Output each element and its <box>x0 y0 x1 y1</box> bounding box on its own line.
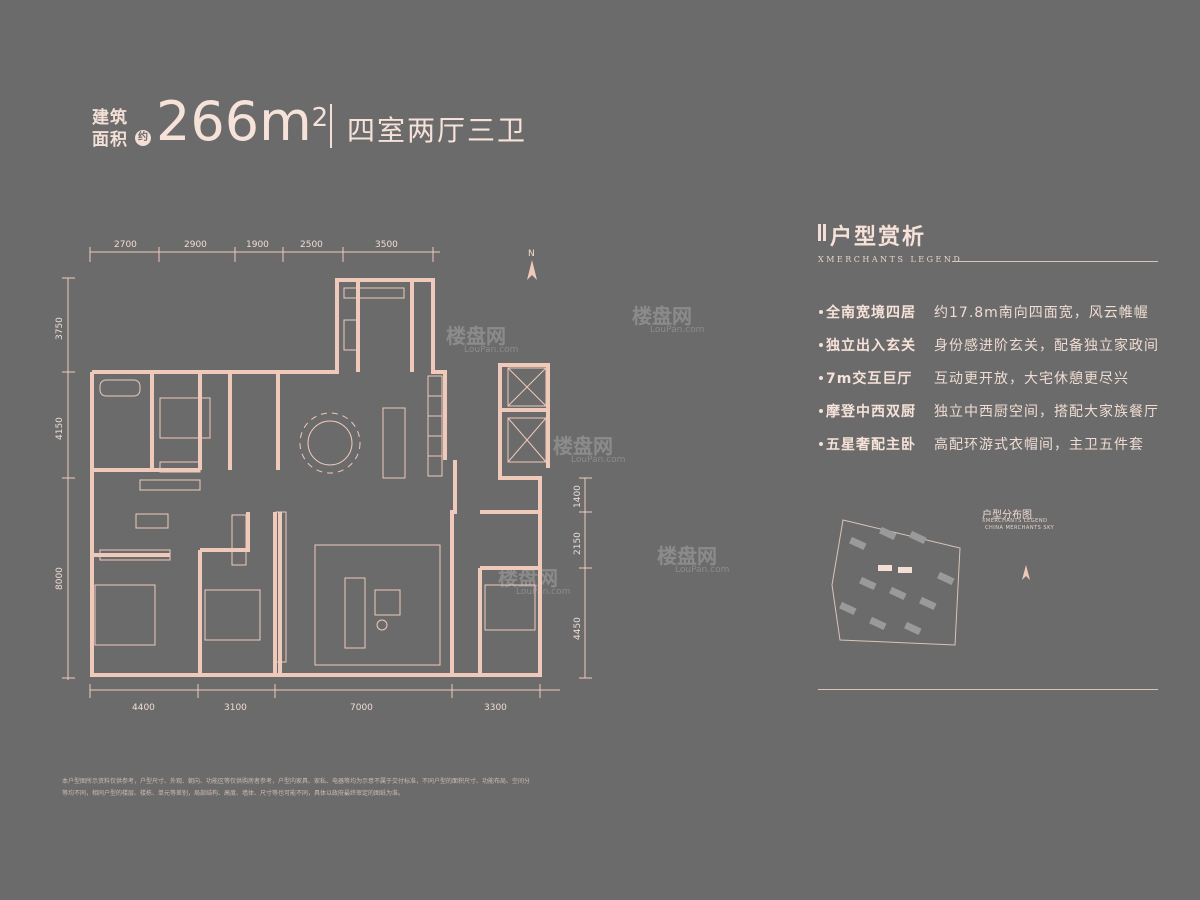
mini-compass-icon <box>1022 565 1030 580</box>
disclaimer-line: 本户型图所示资料仅供参考，户型尺寸、外观、朝向、功能区等仅供购房者参考，户型内家… <box>62 778 531 785</box>
bullet-dot <box>819 343 823 347</box>
dimension-label: 4400 <box>132 703 155 713</box>
compass-icon: N <box>527 249 537 280</box>
dimension-line-bottom <box>89 684 560 698</box>
location-map-subtitle: XMERCHANTS LEGEND <box>982 518 1048 524</box>
dimension-labels-left: 3750 4150 8000 <box>55 317 65 590</box>
dimension-labels-bottom: 4400 3100 7000 3300 <box>132 703 507 713</box>
area-label-line2: 面积 <box>92 130 128 150</box>
analysis-value: 身份感进阶玄关，配备独立家政间 <box>934 338 1159 354</box>
dimension-label: 3500 <box>375 240 398 250</box>
dimension-label: 1900 <box>246 240 269 250</box>
dimension-label: 3300 <box>484 703 507 713</box>
location-map-buildings <box>839 526 955 636</box>
area-unit-sup: 2 <box>311 103 329 133</box>
dimension-label: 8000 <box>55 567 65 590</box>
dimension-label: 2700 <box>114 240 137 250</box>
dimension-line-right <box>579 477 592 679</box>
location-map-subtitle: CHINA MERCHANTS SKY <box>985 525 1055 531</box>
dimension-label: 2900 <box>184 240 207 250</box>
bullet-dot <box>819 409 823 413</box>
analysis-value: 互动更开放，大宅休憩更尽兴 <box>934 371 1129 387</box>
bullet-dot <box>819 376 823 380</box>
location-map-highlight <box>878 565 912 573</box>
dimension-labels-top: 2700 2900 1900 2500 3500 <box>114 240 398 250</box>
panel-bottom-line <box>818 689 1158 690</box>
analysis-value: 独立中西厨空间，搭配大家族餐厅 <box>934 404 1159 420</box>
disclaimer-line: 等均不同，相同户型的楼层、楼栋、单元等差别，局部结构、高度、墙体、尺寸等也可能不… <box>62 790 405 797</box>
title-bar-mark <box>823 224 826 241</box>
compass-label: N <box>528 249 535 259</box>
dimension-label: 3750 <box>55 317 65 340</box>
analysis-key: 独立出入玄关 <box>826 338 916 354</box>
dimension-label: 3100 <box>224 703 247 713</box>
title-bar-mark <box>818 224 821 241</box>
analysis-key: 7m交互巨厅 <box>826 371 913 387</box>
dimension-label: 2150 <box>573 532 583 555</box>
dimension-label: 1400 <box>573 485 583 508</box>
bullet-dot <box>819 310 823 314</box>
dimension-label: 4150 <box>55 417 65 440</box>
dimension-label: 7000 <box>350 703 373 713</box>
dimension-labels-right: 1400 2150 4450 <box>573 485 583 640</box>
dimension-line-left <box>62 277 75 680</box>
analysis-key: 全南宽境四居 <box>826 305 916 321</box>
location-map-title: 户型分布图 <box>982 510 1032 521</box>
analysis-title: 户型赏析 <box>830 225 927 250</box>
location-map <box>831 519 961 646</box>
analysis-key: 五星奢配主卧 <box>826 437 916 453</box>
area-value: 266m2 <box>156 90 329 153</box>
header-divider <box>330 104 332 148</box>
approx-badge: 约 <box>135 130 151 146</box>
analysis-subtitle: XMERCHANTS LEGEND <box>818 255 963 264</box>
unit-type: 四室两厅三卫 <box>347 114 528 147</box>
analysis-value: 约17.8m南向四面宽，风云帷幄 <box>934 305 1149 321</box>
dimension-line-top <box>89 247 440 262</box>
analysis-key: 摩登中西双厨 <box>826 404 916 420</box>
area-label-line1: 建筑 <box>92 108 128 128</box>
plan-furniture <box>94 287 547 666</box>
dimension-label: 4450 <box>573 617 583 640</box>
dimension-label: 2500 <box>300 240 323 250</box>
bullet-dot <box>819 442 823 446</box>
subtitle-line-right <box>952 261 1158 262</box>
plan-walls <box>90 278 550 677</box>
analysis-value: 高配环游式衣帽间，主卫五件套 <box>934 437 1144 453</box>
